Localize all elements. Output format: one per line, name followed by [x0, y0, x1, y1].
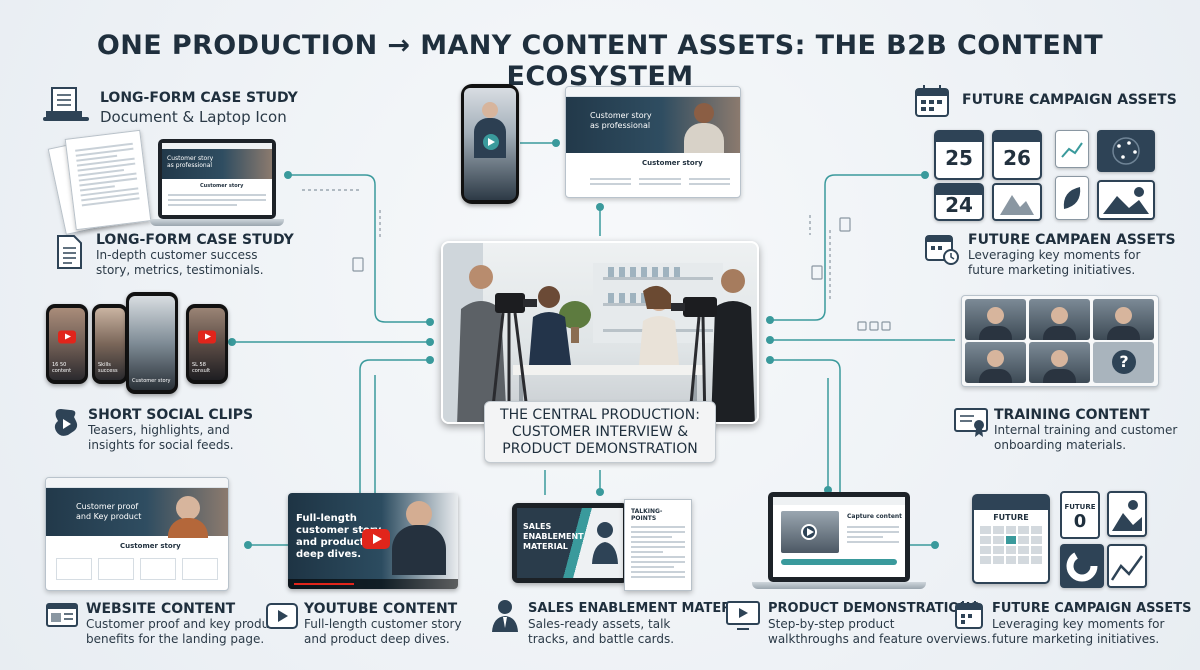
website-desc: Customer proof and key product benefits … [86, 617, 281, 646]
campaign-bottom-title: FUTURE CAMPAIGN ASSETS [992, 601, 1192, 616]
web-bottom-section-label: Customer story [120, 542, 181, 550]
campaign-mid-title: FUTURE CAMPAEN ASSETS [968, 232, 1176, 248]
sales-tablet: SALES ENABLEMENT MATERIAL [512, 503, 628, 583]
campaign-top-title: FUTURE CAMPAIGN ASSETS [962, 92, 1177, 108]
page-title: ONE PRODUCTION → MANY CONTENT ASSETS: TH… [96, 30, 1104, 92]
campaign-mid-desc: Leveraging key moments for future market… [968, 248, 1141, 277]
world-map-tile [1097, 130, 1155, 172]
campaign-bottom-desc: Leveraging key moments for future market… [992, 617, 1165, 646]
web-top-hero-line-2: as professional [590, 121, 651, 130]
calendar-tile-25: 25 [934, 130, 984, 180]
laptop-hero-line-2: as professional [167, 162, 213, 169]
sales-tablet-line-2: ENABLEMENT [523, 532, 584, 541]
document-page-front [64, 129, 152, 231]
certificate-icon [954, 408, 988, 437]
future-tile: FUTURE 0 [1060, 491, 1100, 539]
youtube-thumb-line-2: customer story [296, 525, 382, 536]
phone-play-button[interactable] [483, 134, 499, 150]
demos-title: PRODUCT DEMONSTRATIONS [768, 601, 980, 616]
youtube-title: YOUTUBE CONTENT [304, 601, 458, 617]
youtube-play-button[interactable] [362, 529, 390, 549]
case-study-subtitle-1: Document & Laptop Icon [100, 108, 287, 126]
youtube-thumb-line-1: Full-length [296, 513, 357, 524]
website-title: WEBSITE CONTENT [86, 601, 236, 617]
future-calendar-large: FUTURE [972, 494, 1050, 584]
question-mark: ? [1112, 350, 1136, 374]
donut-chart-tile [1060, 544, 1104, 588]
phone-video-top [461, 84, 519, 204]
central-label-line-2: CUSTOMER INTERVIEW & [511, 424, 689, 440]
laptop-section-label: Customer story [200, 183, 244, 189]
laptop-base [150, 219, 284, 226]
chart-doc-tile [1055, 130, 1089, 168]
future-calendar-label: FUTURE [993, 513, 1029, 522]
web-top-section-label: Customer story [642, 159, 703, 167]
document-icon [57, 235, 82, 269]
talking-points-sheet: TALKING-POINTS [624, 499, 692, 591]
social-title: SHORT SOCIAL CLIPS [88, 407, 254, 423]
training-desc: Internal training and customer onboardin… [994, 423, 1178, 452]
phone-clip-1: 16 50 content [46, 304, 88, 384]
demo-laptop: Capture content [768, 492, 910, 582]
web-top-hero-line-1: Customer story [590, 111, 652, 120]
demos-desc: Step-by-step product walkthroughs and fe… [768, 617, 991, 646]
calendar-clock-icon [925, 235, 959, 265]
youtube-thumb-line-4: deep dives. [296, 549, 361, 560]
leaf-doc-tile [1055, 176, 1089, 220]
youtube-thumbnail: Full-length customer story and product d… [288, 493, 458, 589]
youtube-thumb-line-3: and product [296, 537, 365, 548]
webpage-icon [46, 603, 78, 627]
document-laptop-icon [43, 87, 89, 121]
image-tile-icon [1107, 491, 1147, 537]
talking-points-label: TALKING-POINTS [631, 508, 663, 522]
calendar-icon [955, 601, 983, 629]
training-title: TRAINING CONTENT [994, 407, 1150, 423]
video-play-icon [266, 603, 298, 629]
phone-clip-2: Skills success [92, 304, 128, 384]
youtube-desc: Full-length customer story and product d… [304, 617, 462, 646]
website-mockup-top: Customer story as professional Customer … [565, 86, 741, 198]
mountain-tile [992, 183, 1042, 221]
demo-laptop-base [752, 582, 926, 589]
sales-title: SALES ENABLEMENT MATERIAL [528, 601, 755, 616]
screen-play-icon [726, 601, 760, 630]
case-study-title-2: LONG-FORM CASE STUDY [96, 232, 294, 248]
web-bottom-hero-line-1: Customer proof [76, 502, 139, 511]
central-production-label: THE CENTRAL PRODUCTION: CUSTOMER INTERVI… [484, 401, 716, 463]
central-production-photo [441, 241, 759, 424]
web-bottom-hero-line-2: and Key product [76, 512, 142, 521]
calendar-icon [915, 85, 949, 117]
website-mockup-bottom: Customer proof and Key product Customer … [45, 477, 229, 591]
training-video-grid: ? [961, 295, 1159, 387]
demo-screen-label: Capture content [847, 513, 903, 520]
laptop-case-study: Customer story as professional Customer … [158, 139, 276, 219]
line-chart-tile [1107, 544, 1147, 588]
sales-tablet-line-3: MATERIAL [523, 542, 568, 551]
phone-clip-3: Customer story [126, 292, 178, 394]
calendar-tile-26: 26 [992, 130, 1042, 180]
case-study-desc-2: In-depth customer success story, metrics… [96, 248, 264, 277]
demo-play-button[interactable] [801, 524, 817, 540]
case-study-title-1: LONG-FORM CASE STUDY [100, 90, 298, 106]
central-label-line-3: PRODUCT DEMONSTRATION [502, 441, 698, 457]
social-clip-icon [54, 409, 78, 436]
laptop-hero-line-1: Customer story [167, 155, 214, 162]
sales-tablet-line-1: SALES [523, 522, 552, 531]
social-desc: Teasers, highlights, and insights for so… [88, 423, 234, 452]
calendar-tile-24: 24 [934, 183, 984, 221]
phone-clip-4: SL 58 consult [186, 304, 228, 384]
salesperson-icon [492, 600, 518, 632]
sales-desc: Sales-ready assets, talk tracks, and bat… [528, 617, 675, 646]
image-tile-icon [1097, 180, 1155, 220]
central-label-line-1: THE CENTRAL PRODUCTION: [500, 407, 700, 423]
